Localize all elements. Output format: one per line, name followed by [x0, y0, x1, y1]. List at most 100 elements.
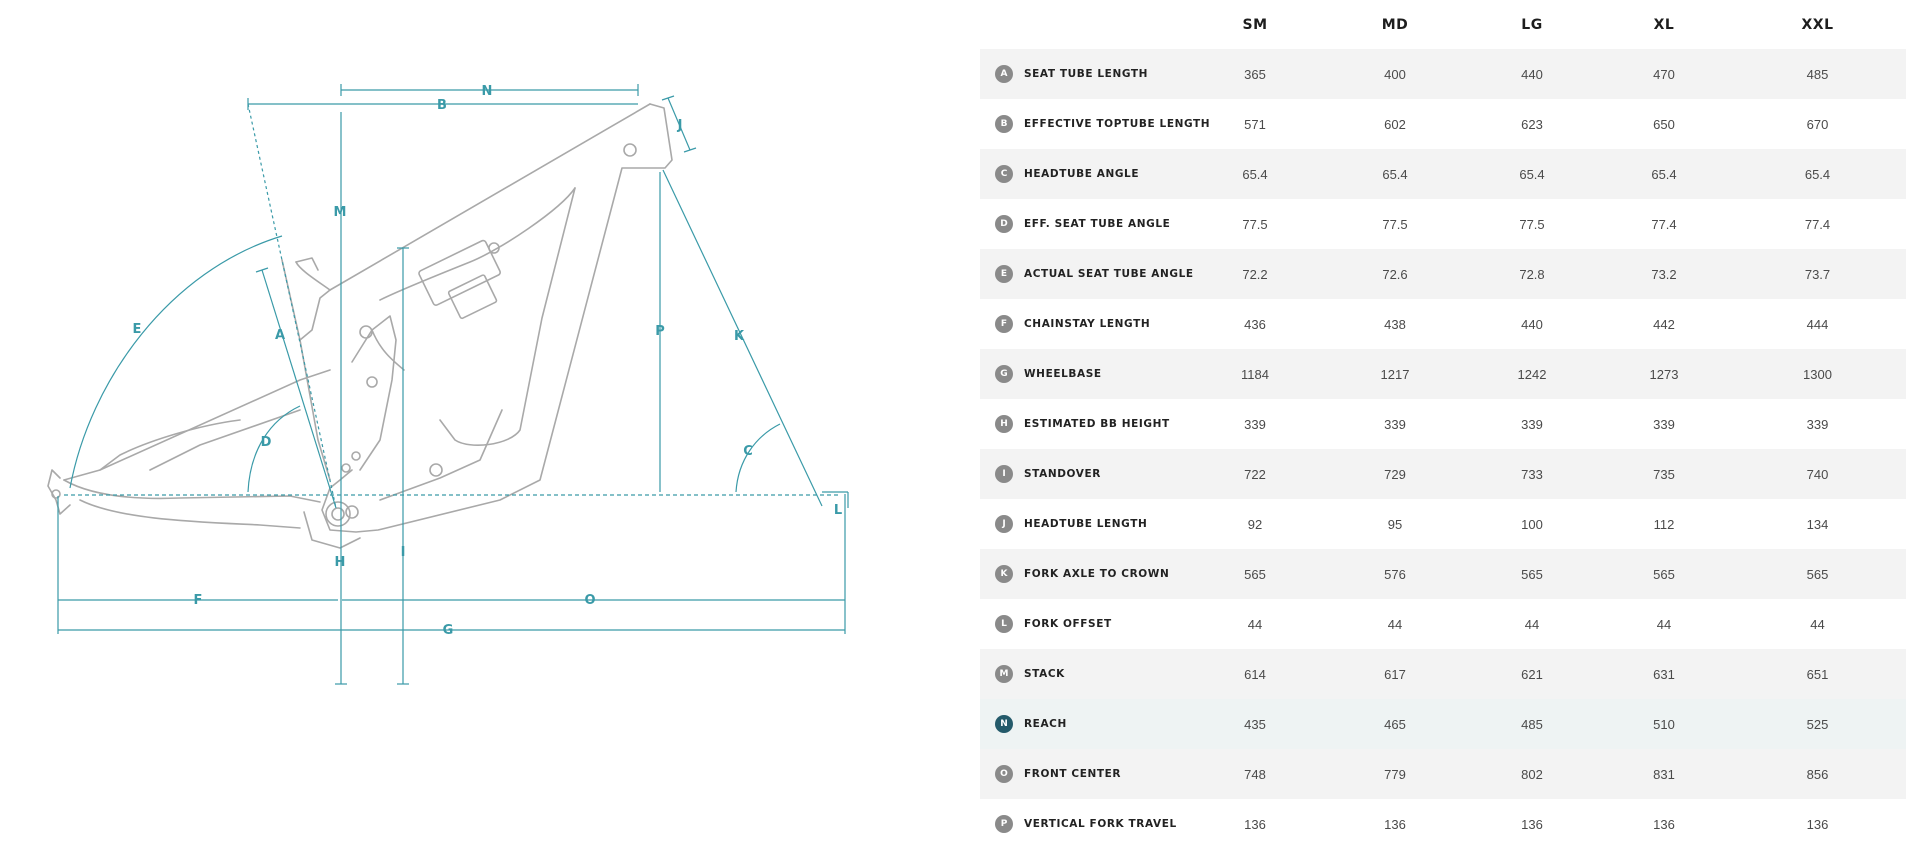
value-cell-xxl: 134: [1806, 516, 1829, 532]
header-size-sm: SM: [1242, 16, 1268, 33]
value-cell-xl: 831: [1653, 766, 1675, 782]
value-cell-sm: 65.4: [1242, 166, 1268, 182]
value-cell-md: 617: [1384, 666, 1406, 682]
value-cell-xl: 735: [1653, 466, 1675, 482]
value-cell-sm: 44: [1247, 616, 1263, 632]
bike-frame-drawing: N B M E A D P K C J L H I F O G: [47, 84, 849, 685]
value-cell-xl: 510: [1653, 716, 1675, 732]
value-cell-md: 65.4: [1382, 166, 1408, 182]
measurement-badge: M: [995, 665, 1013, 683]
measurement-badge: L: [995, 615, 1013, 633]
value-cell-md: 136: [1384, 816, 1406, 832]
measurement-cell: L FORK OFFSET: [980, 599, 1185, 649]
value-cell-xl: 73.2: [1651, 266, 1677, 282]
value-cell-lg: 72.8: [1519, 266, 1545, 282]
value-cell-lg: 100: [1521, 516, 1543, 532]
dimension-labels: N B M E A D P K C J L H I F O G: [133, 84, 843, 638]
value-cell-xxl: 77.4: [1804, 216, 1831, 232]
measurement-name: HEADTUBE LENGTH: [1024, 518, 1148, 530]
value-cell-sm: 136: [1244, 816, 1266, 832]
value-cell-xxl: 339: [1806, 416, 1829, 432]
value-cell-sm: 748: [1244, 766, 1266, 782]
value-cell-lg: 1242: [1517, 366, 1547, 382]
label-k: K: [734, 329, 745, 344]
value-cell-md: 44: [1387, 616, 1403, 632]
measurement-badge: N: [995, 715, 1013, 733]
measurement-badge: H: [995, 415, 1013, 433]
label-m: M: [334, 205, 347, 220]
value-cell-lg: 440: [1521, 66, 1543, 82]
value-cell-xl: 631: [1653, 666, 1675, 682]
measurement-name: CHAINSTAY LENGTH: [1024, 318, 1151, 330]
measurement-badge: C: [995, 165, 1013, 183]
label-c: C: [743, 444, 753, 459]
label-n: N: [482, 84, 493, 99]
value-cell-md: 465: [1384, 716, 1406, 732]
measurement-name: STACK: [1024, 668, 1065, 680]
label-f: F: [194, 593, 203, 608]
measurement-badge: O: [995, 765, 1013, 783]
value-cell-sm: 1184: [1241, 366, 1269, 382]
header-size-md: MD: [1381, 16, 1409, 33]
value-cell-sm: 339: [1244, 416, 1266, 432]
label-d: D: [261, 435, 272, 450]
label-g: G: [443, 623, 454, 638]
value-cell-sm: 722: [1244, 466, 1266, 482]
table-header-row: SM MD LG XL XXL: [980, 0, 1906, 49]
measurement-name: FRONT CENTER: [1024, 768, 1122, 780]
measurement-cell: H ESTIMATED BB HEIGHT: [980, 399, 1185, 449]
measurement-cell: M STACK: [980, 649, 1185, 699]
label-a: A: [275, 328, 285, 343]
header-measurement: [980, 0, 1185, 49]
value-cell-sm: 571: [1244, 116, 1266, 132]
measurement-badge: G: [995, 365, 1013, 383]
label-p: P: [655, 324, 665, 339]
value-cell-xl: 470: [1653, 66, 1675, 82]
header-size-xxl: XXL: [1801, 16, 1834, 33]
value-cell-lg: 565: [1521, 566, 1543, 582]
measurement-name: ESTIMATED BB HEIGHT: [1024, 418, 1170, 430]
value-cell-md: 339: [1384, 416, 1406, 432]
value-cell-sm: 435: [1244, 716, 1266, 732]
value-cell-xxl: 1300: [1803, 366, 1832, 382]
value-cell-xxl: 740: [1806, 466, 1829, 482]
value-cell-xl: 112: [1653, 516, 1675, 532]
value-cell-md: 95: [1387, 516, 1403, 532]
value-cell-lg: 65.4: [1519, 166, 1545, 182]
value-cell-xl: 339: [1653, 416, 1675, 432]
measurement-cell: O FRONT CENTER: [980, 749, 1185, 799]
value-cell-md: 779: [1384, 766, 1406, 782]
value-cell-sm: 365: [1244, 66, 1266, 82]
value-cell-sm: 77.5: [1242, 216, 1268, 232]
measurement-badge: E: [995, 265, 1013, 283]
measurement-name: EFF. SEAT TUBE ANGLE: [1024, 218, 1171, 230]
value-cell-xxl: 670: [1806, 116, 1829, 132]
value-cell-lg: 802: [1521, 766, 1543, 782]
value-cell-sm: 72.2: [1242, 266, 1268, 282]
measurement-name: FORK OFFSET: [1024, 618, 1112, 630]
